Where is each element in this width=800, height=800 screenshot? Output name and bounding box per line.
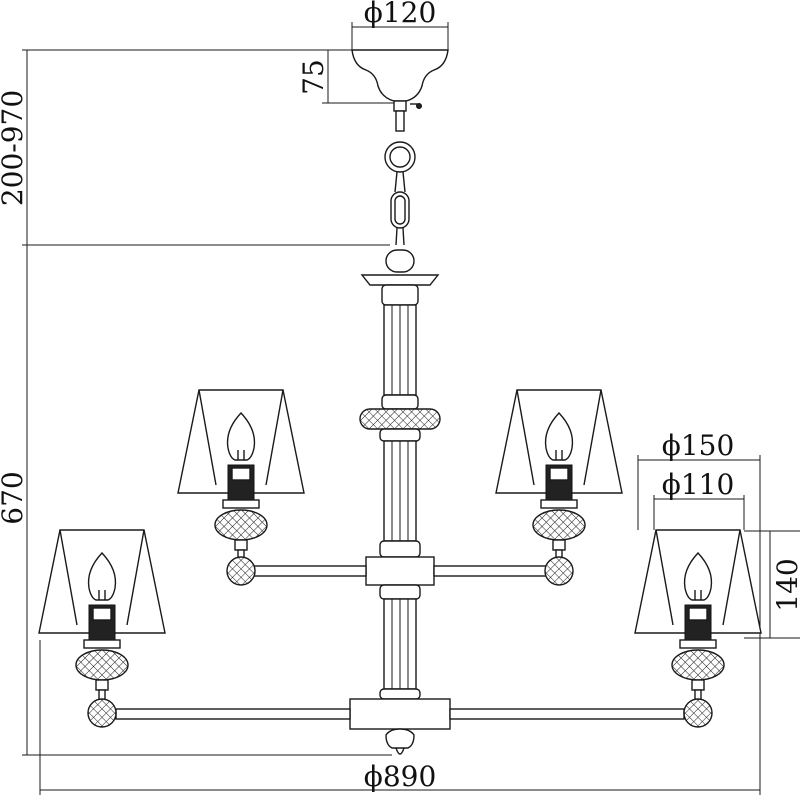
lamp-lower-right bbox=[634, 529, 762, 728]
lamp-upper-right bbox=[495, 389, 623, 586]
canopy-height-label: 75 bbox=[297, 59, 330, 95]
canopy-diameter-label: ϕ120 bbox=[364, 0, 437, 29]
shade-inner-diameter-label: ϕ110 bbox=[662, 468, 735, 501]
lamp-lower-left bbox=[38, 529, 166, 728]
overall-diameter-label: ϕ890 bbox=[364, 760, 437, 793]
drop-range-label: 200-970 bbox=[0, 90, 29, 206]
canopy bbox=[351, 49, 449, 132]
shade-outer-diameter-label: ϕ150 bbox=[662, 429, 735, 462]
dimension-lines bbox=[22, 22, 800, 795]
chain bbox=[384, 141, 416, 273]
lamp-upper-left bbox=[177, 389, 305, 586]
body-height-label: 670 bbox=[0, 471, 29, 524]
shade-height-label: 140 bbox=[771, 558, 800, 611]
central-column bbox=[349, 274, 451, 755]
